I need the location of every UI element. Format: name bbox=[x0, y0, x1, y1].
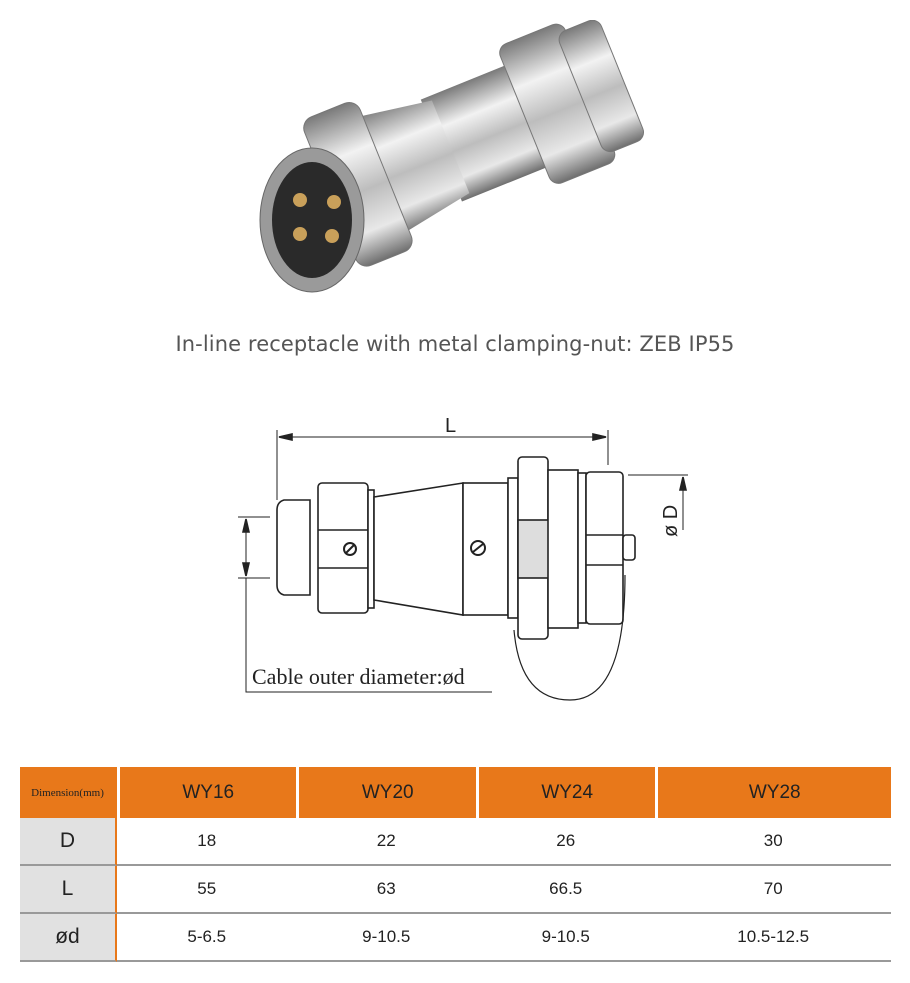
table-cell: 10.5-12.5 bbox=[655, 914, 891, 962]
length-label: L bbox=[445, 415, 456, 437]
column-header: WY24 bbox=[475, 767, 656, 818]
column-header: WY16 bbox=[117, 767, 297, 818]
column-header: WY20 bbox=[296, 767, 476, 818]
table-row: ød 5-6.5 9-10.5 9-10.5 10.5-12.5 bbox=[20, 914, 891, 962]
table-cell: 26 bbox=[475, 818, 656, 866]
table-cell: 70 bbox=[655, 866, 891, 914]
column-header: WY28 bbox=[655, 767, 891, 818]
row-header: ød bbox=[20, 914, 117, 962]
dimension-drawing: L ø D Cable outer diameter:ød bbox=[238, 415, 688, 701]
product-caption: In-line receptacle with metal clamping-n… bbox=[175, 332, 735, 356]
dimension-table: Dimension(mm) WY16 WY20 WY24 WY28 D 18 2… bbox=[20, 767, 891, 962]
cable-diameter-label: Cable outer diameter:ød bbox=[252, 664, 465, 689]
table-cell: 9-10.5 bbox=[475, 914, 656, 962]
table-cell: 30 bbox=[655, 818, 891, 866]
table-cell: 63 bbox=[296, 866, 476, 914]
row-header: L bbox=[20, 866, 117, 914]
table-header-row: Dimension(mm) WY16 WY20 WY24 WY28 bbox=[20, 767, 891, 818]
connector-photo bbox=[259, 20, 644, 293]
table-row: L 55 63 66.5 70 bbox=[20, 866, 891, 914]
table-cell: 18 bbox=[117, 818, 297, 866]
table-cell: 5-6.5 bbox=[117, 914, 297, 962]
table-cell: 66.5 bbox=[475, 866, 656, 914]
diameter-label: ø D bbox=[660, 505, 682, 537]
corner-header: Dimension(mm) bbox=[20, 767, 117, 818]
table-row: D 18 22 26 30 bbox=[20, 818, 891, 866]
table-cell: 9-10.5 bbox=[296, 914, 476, 962]
row-header: D bbox=[20, 818, 117, 866]
table-cell: 22 bbox=[296, 818, 476, 866]
table-cell: 55 bbox=[117, 866, 297, 914]
